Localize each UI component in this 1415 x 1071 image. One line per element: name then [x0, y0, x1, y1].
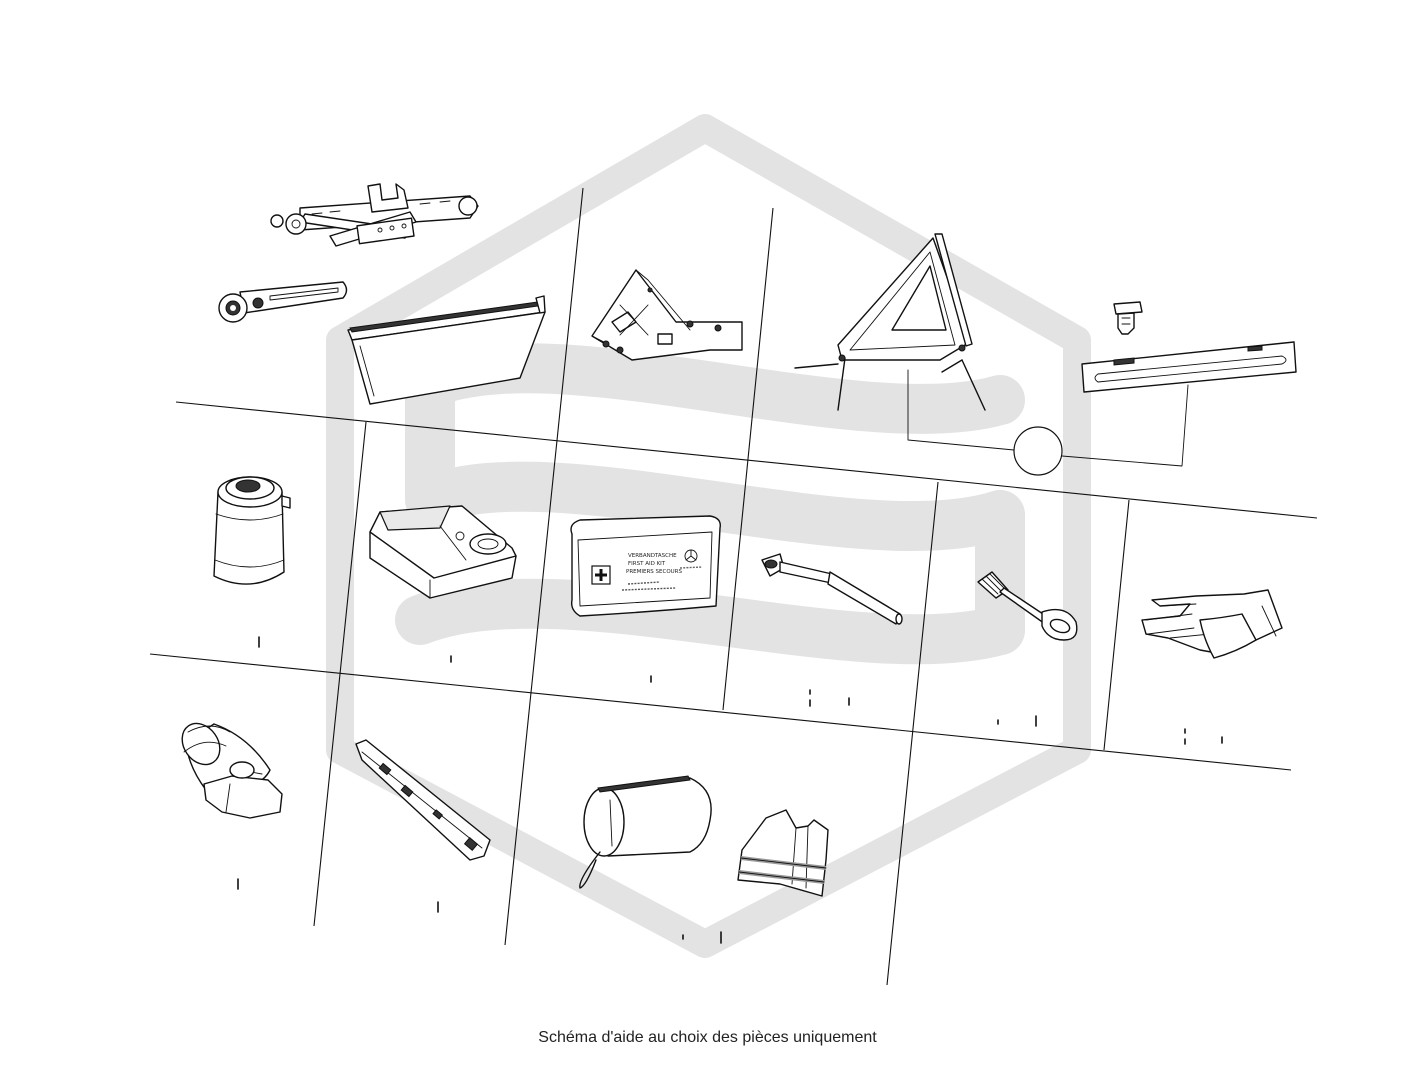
ratchet-wrench-icon: [218, 281, 348, 323]
clip-icon: [1113, 301, 1143, 335]
wheel-chock-icon: [591, 269, 743, 361]
wheel-wrench-icon: [761, 553, 903, 625]
flashlight-icon: [181, 722, 283, 819]
warning-triangle-icon: [794, 233, 986, 411]
storage-tray-icon: [347, 295, 546, 405]
safety-vest-icon: [737, 809, 829, 897]
first-aid-kit-icon: VERBANDTASCHE FIRST AID KIT PREMIERS SEC…: [570, 515, 721, 617]
tool-bracket-icon: [1081, 341, 1297, 393]
kit-label-line2: FIRST AID KIT: [628, 561, 666, 567]
position-marks: [237, 636, 1223, 944]
towing-eye-icon: [977, 571, 1078, 641]
sealant-bottle-icon: [213, 476, 291, 585]
kit-label-line1: VERBANDTASCHE: [628, 553, 677, 559]
jack-icon: [270, 183, 479, 247]
caption: Schéma d'aide au choix des pièces unique…: [538, 1029, 877, 1046]
grid-lines: [149, 187, 1318, 986]
kit-label-line3: PREMIERS SECOURS: [626, 569, 682, 575]
callout-connector: [907, 369, 1189, 476]
pouch-icon: [579, 775, 712, 889]
compressor-icon: [369, 505, 517, 599]
gloves-icon: [1141, 589, 1283, 659]
foam-holder-icon: [355, 739, 491, 861]
